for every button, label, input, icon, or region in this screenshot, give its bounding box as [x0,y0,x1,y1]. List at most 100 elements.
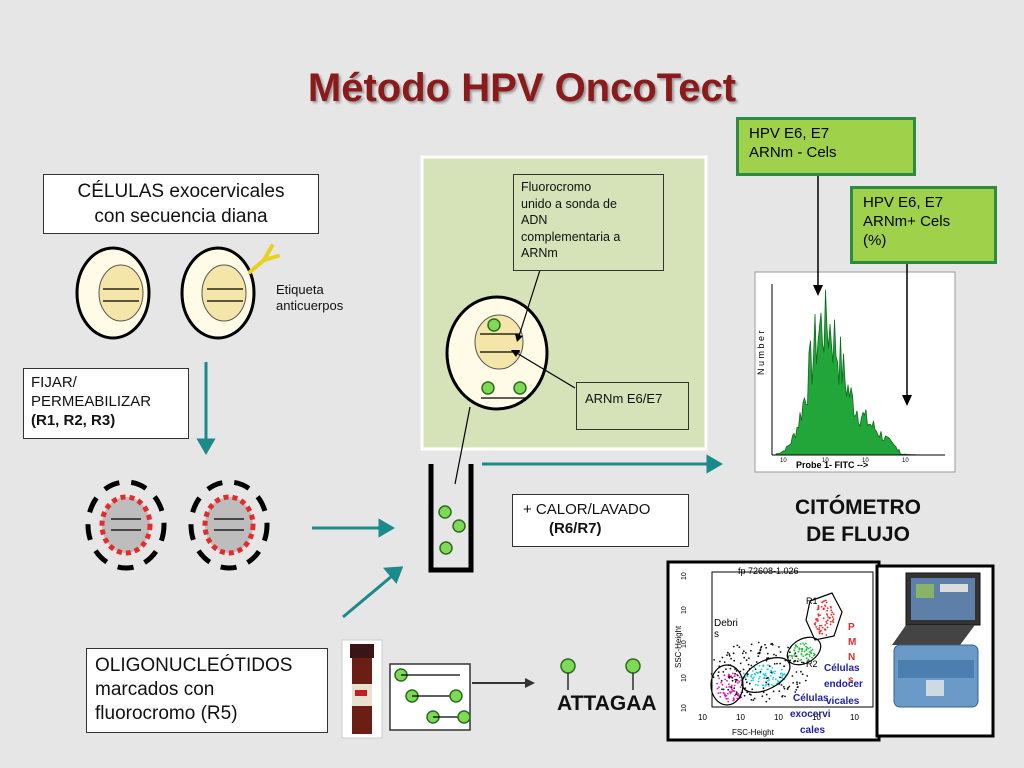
scatter-point [757,641,760,644]
scatter-point [788,685,791,688]
scatter-point [743,656,746,659]
scatter-point [800,647,803,650]
antibody-label: Etiqueta anticuerpos [276,282,344,313]
scatter-point [721,688,723,691]
scatter-point [733,659,736,662]
scatter-point [768,679,770,682]
scatter-point [765,700,768,703]
scatter-point [807,647,810,650]
scatter-point [733,684,736,687]
scatter-point [808,655,811,657]
scatter-point [739,686,742,688]
fix-box: FIJAR/ PERMEABILIZAR (R1, R2, R3) [23,368,189,439]
scatter-point [757,672,759,675]
scatter-point [771,678,774,680]
scatter-point [736,697,739,700]
scatter-point [773,663,776,665]
scatter-point [831,616,834,618]
scatter-point [778,646,780,648]
scatter-point [816,618,819,620]
scatter-point [795,644,797,647]
cell-top-right [180,246,256,340]
scatter-point [735,670,738,672]
scatter-point [802,661,805,664]
scatter-xtick-4: 10 [850,713,859,722]
scatter-point [783,665,785,668]
scatter-title: fp 72608-1.026 [738,566,799,576]
scatter-point [765,693,768,696]
scatter-point [812,652,815,655]
heat-line-2: (R6/R7) [549,520,602,537]
scatter-point [751,677,754,680]
scatter-point [730,691,733,693]
scatter-point [805,645,807,648]
scatter-xlabel: FSC-Height [732,728,775,737]
histogram-tick-b: 10 [822,458,829,464]
scatter-point [767,683,770,686]
scatter-point [826,622,828,625]
scatter-point [770,683,773,686]
heat-box: + CALOR/LAVADO (R6/R7) [512,494,689,547]
scatter-point [816,608,819,611]
mrna-box: ARNm E6/E7 [576,382,689,430]
scatter-point [784,695,786,698]
scatter-point [735,691,738,694]
scatter-point [751,673,753,676]
scatter-point [817,604,820,607]
scatter-point [734,694,736,697]
vial-photo [341,639,383,739]
scatter-point [764,643,766,646]
scatter-point [729,667,732,670]
scatter-point [723,692,725,695]
scatter-point [754,668,757,670]
scatter-point [767,676,769,679]
histogram-tick-c: 10 [862,458,869,464]
scatter-point [830,609,833,612]
scatter-point [780,684,783,686]
scatter-point [797,658,800,660]
scatter-point [732,652,735,655]
scatter-point [789,654,791,657]
sequence-label: ATTAGAA [557,692,657,715]
scatter-point [720,679,723,682]
scatter-point [754,683,757,686]
scatter-point [814,653,816,656]
scatter-point [771,643,774,646]
scatter-point [794,691,797,693]
scatter-point [734,672,736,675]
scatter-point [824,605,827,607]
scatter-point [734,681,737,683]
histogram-chart: N u m b e r Probe 1- FITC --> 10 10 10 1… [754,271,956,473]
scatter-point [727,700,730,703]
svg-text:exocervi: exocervi [790,709,831,720]
scatter-point [753,676,755,679]
scatter-point [718,677,720,680]
scatter-point [794,647,796,649]
scatter-point [799,643,802,645]
scatter-point [719,660,721,663]
scatter-point [831,619,834,622]
scatter-point [747,663,750,666]
scatter-point [763,674,766,677]
scatter-point [712,676,715,679]
scatter-point [717,692,720,695]
scatter-point [760,668,763,671]
scatter-xtick-2: 10 [774,713,783,722]
scatter-point [732,645,735,648]
arrow-right-to-tube [312,518,395,538]
page-title: Método HPV OncoTect [307,66,737,110]
scatter-ytick-2: 10 [681,640,688,648]
scatter-point [731,684,733,687]
scatter-point [830,620,832,623]
scatter-point [758,651,761,654]
scatter-point [774,670,777,673]
scatter-point [728,683,730,686]
scatter-point [818,632,821,635]
test-tube [428,464,474,573]
probe-box: Fluorocromo unido a sonda de ADN complem… [513,174,664,271]
scatter-point [751,670,754,672]
scatter-point [750,679,753,682]
scatter-point [783,687,786,690]
cell-top-left [75,246,151,340]
antibody-icon [248,244,280,274]
